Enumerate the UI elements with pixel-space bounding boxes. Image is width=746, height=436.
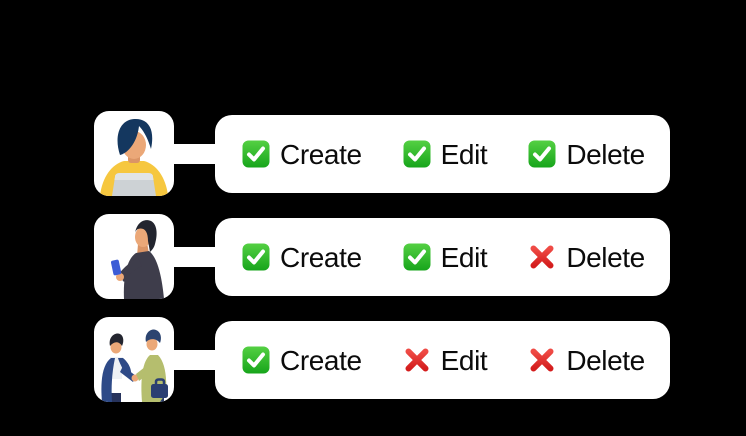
person-phone-illustration bbox=[111, 220, 164, 299]
permission-delete: Delete bbox=[528, 139, 645, 169]
connector-line bbox=[174, 246, 215, 267]
permission-label: Edit bbox=[440, 344, 488, 376]
avatar-person-phone bbox=[94, 214, 174, 299]
connector-line bbox=[174, 349, 215, 370]
check-mark-icon bbox=[403, 140, 431, 167]
permission-label: Create bbox=[280, 138, 362, 170]
permission-create: Create bbox=[242, 139, 362, 169]
permission-edit: Edit bbox=[403, 139, 488, 169]
check-mark-icon bbox=[242, 346, 270, 373]
avatar-employee-laptop bbox=[94, 111, 174, 196]
permission-label: Edit bbox=[440, 138, 488, 170]
permission-label: Delete bbox=[566, 344, 645, 376]
cross-mark-icon bbox=[530, 348, 554, 371]
permission-row-editor: Create Edit Delete bbox=[94, 214, 670, 299]
check-mark-icon bbox=[403, 243, 431, 270]
permissions-card: Create Edit Delete bbox=[215, 114, 670, 193]
connector-line bbox=[174, 143, 215, 164]
partners-handshake-illustration bbox=[101, 329, 168, 402]
cross-mark-icon bbox=[530, 245, 554, 268]
permission-delete: Delete bbox=[528, 345, 645, 375]
permission-row-partner: Create Edit Delete bbox=[94, 317, 670, 402]
permission-label: Edit bbox=[440, 241, 488, 273]
permission-label: Create bbox=[280, 344, 362, 376]
permission-create: Create bbox=[242, 345, 362, 375]
permission-label: Delete bbox=[566, 241, 645, 273]
permission-label: Create bbox=[280, 241, 362, 273]
permission-row-admin: Create Edit Delete bbox=[94, 111, 670, 196]
permission-label: Delete bbox=[566, 138, 645, 170]
permission-edit: Edit bbox=[403, 345, 488, 375]
permission-create: Create bbox=[242, 242, 362, 272]
permission-edit: Edit bbox=[403, 242, 488, 272]
check-mark-icon bbox=[242, 140, 270, 167]
employee-laptop-illustration bbox=[100, 118, 168, 196]
cross-mark-icon bbox=[405, 348, 429, 371]
check-mark-icon bbox=[242, 243, 270, 270]
permissions-card: Create Edit Delete bbox=[215, 320, 670, 399]
permissions-card: Create Edit Delete bbox=[215, 217, 670, 296]
check-mark-icon bbox=[528, 140, 556, 167]
permission-delete: Delete bbox=[528, 242, 645, 272]
avatar-partners-handshake bbox=[94, 317, 174, 402]
